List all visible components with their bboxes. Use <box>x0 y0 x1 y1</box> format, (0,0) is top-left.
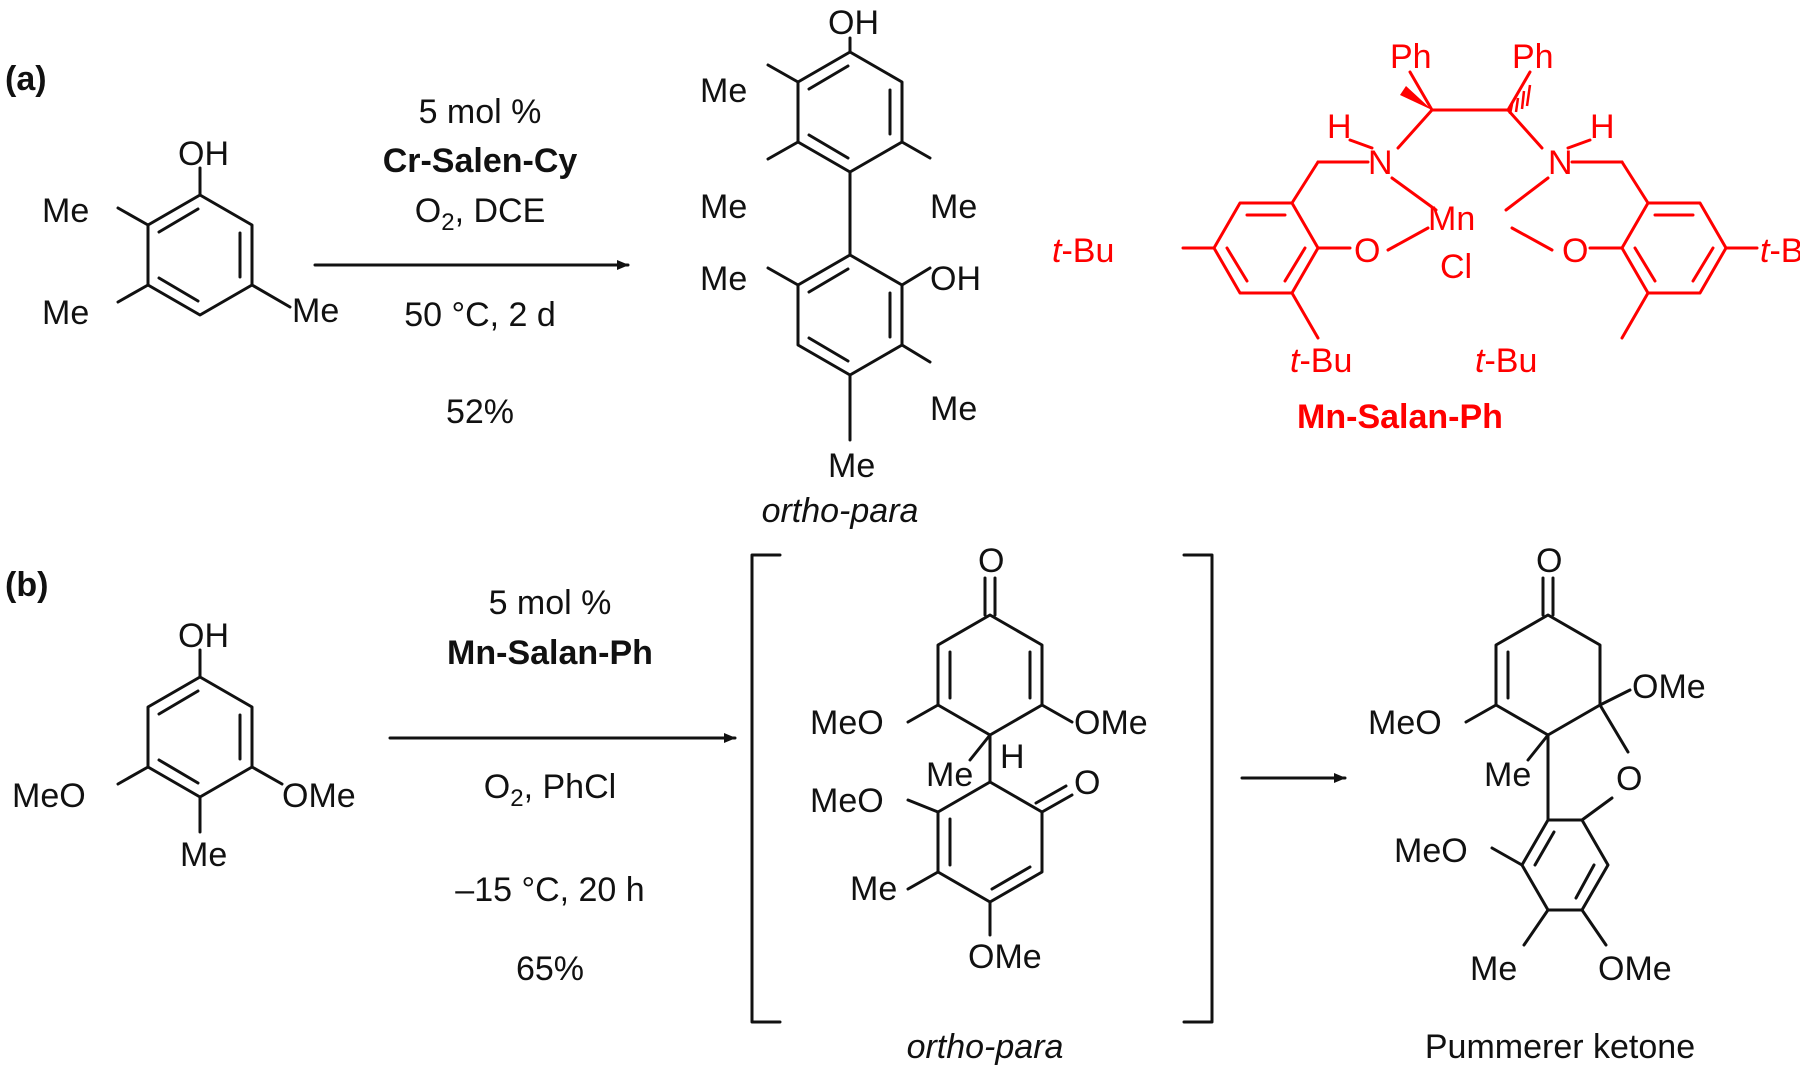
catalyst-tbu-lower-left: t-Bu <box>1290 342 1352 380</box>
reactant-a-methyl-mid: Me <box>42 294 89 332</box>
product-a-caption: ortho-para <box>762 492 919 530</box>
intermediate-methoxy-1: MeO <box>810 704 884 742</box>
catalyst-tbu-lower-right: t-Bu <box>1475 342 1537 380</box>
conditions-b-loading: 5 mol % <box>489 584 612 622</box>
product-b-methoxy-2: MeO <box>1394 832 1468 870</box>
catalyst-tbu-left: t-Bu <box>1052 232 1114 270</box>
product-a-methyl-3: Me <box>930 188 977 226</box>
conditions-b-temp-time: –15 °C, 20 h <box>455 871 644 909</box>
scheme-b: (b) OH MeO OMe Me 5 mol % Mn-Salan-Ph O2… <box>5 542 1706 1066</box>
intermediate-methyl-2: Me <box>850 870 897 908</box>
product-a-methyl-1: Me <box>700 72 747 110</box>
product-a-methyl-6: Me <box>828 447 875 485</box>
catalyst-n-left: N <box>1368 144 1393 182</box>
scheme-a-product: OH Me Me Me Me OH Me Me ortho-para <box>700 4 981 530</box>
conditions-a-yield: 52% <box>446 393 514 431</box>
product-a-hydroxyl-mid: OH <box>930 260 981 298</box>
intermediate-carbonyl-top: O <box>978 542 1004 580</box>
catalyst-phenyl-left: Ph <box>1390 38 1432 76</box>
product-b-methyl-2: Me <box>1470 950 1517 988</box>
reactant-b-methoxy-left: MeO <box>12 777 86 815</box>
conditions-a-reagent: O2, DCE <box>415 192 546 236</box>
reactant-b-methyl: Me <box>180 836 227 874</box>
intermediate-methoxy-2: OMe <box>1074 704 1148 742</box>
scheme-b-label: (b) <box>5 566 48 604</box>
product-a-methyl-5: Me <box>930 390 977 428</box>
intermediate-methyl-1: Me <box>926 756 973 794</box>
reactant-b-methoxy-right: OMe <box>282 777 356 815</box>
intermediate-hydrogen: H <box>1000 738 1025 776</box>
product-a-methyl-4: Me <box>700 260 747 298</box>
product-b-caption: Pummerer ketone <box>1425 1028 1695 1066</box>
intermediate-brackets <box>750 553 1214 1024</box>
conditions-b-catalyst: Mn-Salan-Ph <box>447 634 653 672</box>
intermediate-carbonyl-right: O <box>1074 764 1100 802</box>
intermediate-methoxy-3: MeO <box>810 782 884 820</box>
scheme-b-reactant: OH MeO OMe Me <box>12 617 356 874</box>
catalyst-tbu-right: t-Bu <box>1760 232 1800 270</box>
scheme-a: (a) OH Me Me Me 5 mol % Cr-Salen-Cy O2, … <box>5 4 1800 530</box>
scheme-b-intermediate: O MeO OMe Me H O MeO Me OMe ortho-para <box>810 542 1148 1066</box>
reactant-b-hydroxyl: OH <box>178 617 229 655</box>
product-a-methyl-2: Me <box>700 188 747 226</box>
catalyst-h-right: H <box>1590 108 1615 146</box>
product-b-carbonyl: O <box>1536 542 1562 580</box>
conditions-b-reagent: O2, PhCl <box>484 768 616 812</box>
scheme-a-reactant: OH Me Me Me <box>42 135 339 332</box>
intermediate-caption: ortho-para <box>907 1028 1064 1066</box>
product-b-methyl-1: Me <box>1484 756 1531 794</box>
scheme-b-product: O OMe MeO Me O MeO Me OMe Pummerer keton… <box>1368 542 1706 1066</box>
catalyst-phenyl-right: Ph <box>1512 38 1554 76</box>
mn-salan-ph-catalyst: Ph Ph H H N N Mn Cl O O t-Bu t-Bu t-Bu t… <box>1052 38 1800 436</box>
reactant-a-methyl-right: Me <box>292 292 339 330</box>
product-b-ring-oxygen: O <box>1616 760 1642 798</box>
reactant-a-hydroxyl: OH <box>178 135 229 173</box>
scheme-a-label: (a) <box>5 60 47 98</box>
reactant-a-methyl-top: Me <box>42 192 89 230</box>
catalyst-o-left: O <box>1354 232 1380 270</box>
conditions-b-yield: 65% <box>516 950 584 988</box>
conditions-a-temp-time: 50 °C, 2 d <box>404 296 556 334</box>
catalyst-h-left: H <box>1327 108 1352 146</box>
catalyst-name: Mn-Salan-Ph <box>1297 398 1503 436</box>
conditions-a-loading: 5 mol % <box>419 93 542 131</box>
product-a-hydroxyl-top: OH <box>828 4 879 42</box>
catalyst-n-right: N <box>1548 144 1573 182</box>
catalyst-o-right: O <box>1562 232 1588 270</box>
product-b-methoxy-top: OMe <box>1632 668 1706 706</box>
product-b-methoxy-1: MeO <box>1368 704 1442 742</box>
catalyst-metal: Mn <box>1428 200 1475 238</box>
product-b-methoxy-3: OMe <box>1598 950 1672 988</box>
catalyst-chloride: Cl <box>1440 248 1472 286</box>
intermediate-methoxy-4: OMe <box>968 938 1042 976</box>
conditions-a-catalyst: Cr-Salen-Cy <box>383 142 578 180</box>
